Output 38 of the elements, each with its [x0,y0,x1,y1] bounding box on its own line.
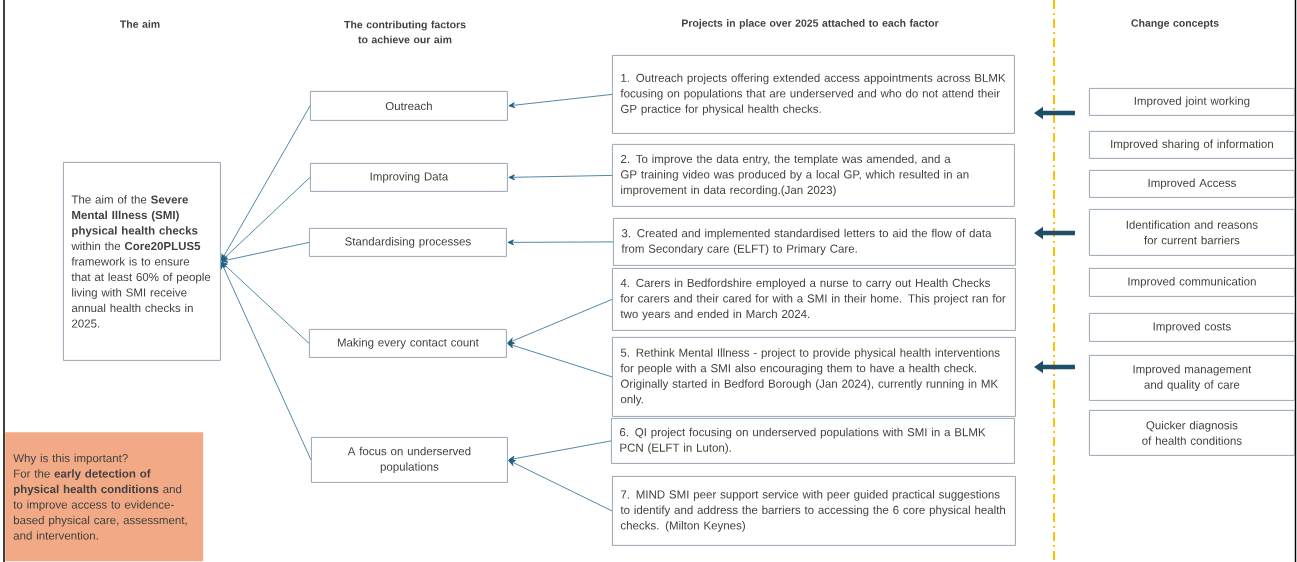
column-heading: Projects in place over 2025 attached to each factor [682,19,939,29]
concept-box: Improved sharing of information [1089,131,1295,159]
factor-box: Standardising processes [309,228,507,257]
project-box: 5. Rethink Mental Illness - project to provide physical health interventions for people with a SMI also encouraging them to have a health check. Originally started in Bedford Borough (Jan 2024), currently running in MK only. [612,337,1016,417]
connector [221,261,310,344]
column-heading: The contributing factors to achieve our aim [344,20,466,44]
connector [221,241,310,263]
connector [508,440,612,462]
connector [508,93,613,109]
concept-box: Improved costs [1089,313,1295,342]
factor-box: Outreach [310,91,508,121]
factor-box: Making every contact count [309,329,507,358]
factor-box: Improving Data [310,163,508,192]
connector [507,298,613,344]
concept-box: Improved joint working [1089,88,1295,116]
concept-box: Quicker diagnosis of health conditions [1089,410,1295,456]
concept-box: Identification and reasons for current barriers [1089,209,1295,256]
project-box: 6. QI project focusing on underserved populations with SMI in a BLMK PCN (ELFT in Luton). [611,418,1015,464]
aim-box: The aim of the Severe Mental Illness (SMI) physical health checks within the Core20PLUS5 framework is to ensure that at least 60% of people living with SMI receive annual health checks in 2025. [63,162,221,361]
concept-box: Improved management and quality of care [1089,355,1295,401]
factor-box: A focus on underserved populations [311,437,508,483]
project-box: 7. MIND SMI peer support service with peer guided practical suggestions to identify and address the barriers to accessing the 6 core physical health checks. (Milton Keynes) [612,476,1016,546]
column-heading: Change concepts [1131,19,1219,29]
concept-box: Improved Access [1089,170,1295,198]
column-heading: The aim [120,20,160,28]
project-box: 3. Created and implemented standardised letters to aid the flow of data from Secondary care (ELFT) to Primary Care. [613,218,1016,266]
connector [507,342,613,378]
connector [220,262,312,461]
project-box: 2. To improve the data entry, the template was amended, and a GP training video was produced by a local GP, which resulted in an improvement in data recording.(Jan 2023) [612,144,1015,207]
connector [507,239,614,246]
connector [220,105,311,261]
concept-box: Improved communication [1089,268,1295,297]
connector [508,174,613,181]
note-box: Why is this important? For the early detection of physical health conditions and to improve access to evidence-based physical care, assessment, and intervention. [5,432,204,562]
connector [508,459,613,512]
project-box: 4. Carers in Bedfordshire employed a nurse to carry out Health Checks for carers and their cared for with a SMI in their home. This project ran for two years and ended in March 2024. [612,268,1016,331]
connector [221,176,311,262]
project-box: 1. Outreach projects offering extended access appointments across BLMK focusing on populations that are underserved and who do not attend their GP practice for physical health checks. [612,55,1015,134]
